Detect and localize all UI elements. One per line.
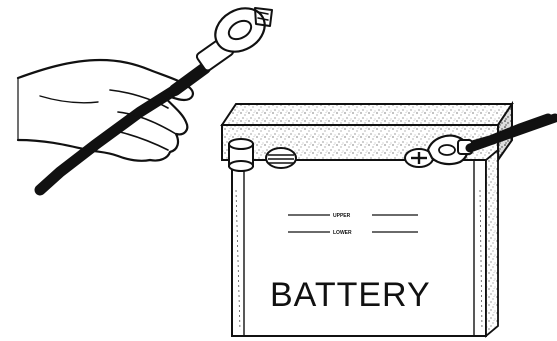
level-lower-label: LOWER [333, 230, 352, 236]
battery-label: BATTERY [270, 276, 431, 314]
level-upper-label: UPPER [333, 213, 351, 219]
filler-cap [229, 139, 253, 171]
cable-terminal-clamp [175, 0, 273, 90]
negative-terminal [266, 148, 296, 168]
hand-illustration [18, 60, 193, 161]
